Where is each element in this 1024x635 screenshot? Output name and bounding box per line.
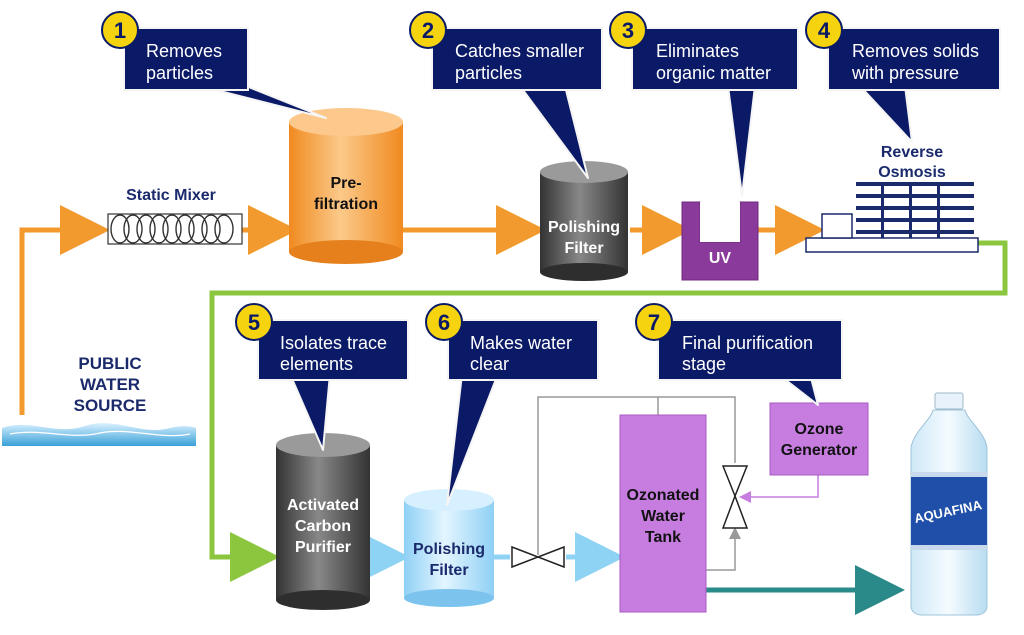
callout-5-badge — [235, 303, 273, 341]
public-water-source: PUBLIC WATER SOURCE — [2, 354, 196, 446]
carbon-label-1: Activated — [287, 497, 359, 514]
ozonated-water-tank: Ozonated Water Tank — [619, 414, 707, 613]
callout-2-number: 2 — [422, 18, 434, 43]
uv-unit: UV — [681, 201, 759, 281]
callout-5-text-2: elements — [280, 354, 353, 374]
callout-1: Removes particles 1 — [101, 11, 327, 119]
source-label-3: SOURCE — [74, 396, 147, 415]
uv-label: UV — [709, 250, 732, 267]
callout-1-badge — [101, 11, 139, 49]
ozone-generator: Ozone Generator — [769, 402, 869, 476]
callout-6: Makes water clear 6 — [425, 303, 599, 506]
valve-icon — [511, 545, 565, 569]
callout-3-badge — [609, 11, 647, 49]
static-mixer: Static Mixer — [107, 187, 243, 245]
callout-4-badge — [805, 11, 843, 49]
prefiltration-tank: Pre- filtration — [289, 108, 403, 264]
callout-1-text-1: Removes — [146, 41, 222, 61]
source-label-1: PUBLIC — [78, 354, 141, 373]
polishing-filter-1: Polishing Filter — [540, 161, 628, 281]
callout-7-badge — [635, 303, 673, 341]
recirculation-return — [706, 527, 741, 571]
polishing-filter-2-label-2: Filter — [429, 562, 468, 579]
activated-carbon-purifier: Activated Carbon Purifier — [276, 433, 370, 610]
ozone-feed-line — [739, 474, 819, 503]
callout-6-number: 6 — [438, 310, 450, 335]
callout-6-pointer — [446, 373, 499, 506]
carbon-label-2: Carbon — [295, 518, 351, 535]
callout-2-text-1: Catches smaller — [455, 41, 584, 61]
callout-7-number: 7 — [648, 310, 660, 335]
callout-4-text-2: with pressure — [851, 63, 959, 83]
tank-label-3: Tank — [645, 529, 681, 546]
polishing-filter-1-label-1: Polishing — [548, 219, 620, 236]
callout-3-text-1: Eliminates — [656, 41, 739, 61]
static-mixer-label: Static Mixer — [126, 187, 216, 204]
callout-3: Eliminates organic matter 3 — [609, 11, 799, 197]
callout-5: Isolates trace elements 5 — [235, 303, 409, 451]
callout-7-text-2: stage — [682, 354, 726, 374]
recirculation-loop — [537, 396, 736, 555]
callout-1-text-2: particles — [146, 63, 213, 83]
callout-4-pointer — [859, 85, 913, 143]
water-bottle-icon: AQUAFINA — [910, 392, 988, 616]
prefiltration-label-1: Pre- — [330, 175, 361, 192]
polishing-filter-1-label-2: Filter — [564, 240, 603, 257]
callout-7-text-1: Final purification — [682, 333, 813, 353]
callout-7: Final purification stage 7 — [635, 303, 843, 406]
callout-1-number: 1 — [114, 18, 126, 43]
prefiltration-label-2: filtration — [314, 196, 378, 213]
callout-2-badge — [409, 11, 447, 49]
polishing-filter-2-label-1: Polishing — [413, 541, 485, 558]
ozone-label-2: Generator — [781, 442, 857, 459]
callout-5-number: 5 — [248, 310, 260, 335]
reverse-osmosis-unit: Reverse Osmosis — [805, 144, 979, 253]
source-label-2: WATER — [80, 375, 140, 394]
callout-2: Catches smaller particles 2 — [409, 11, 603, 179]
callout-6-badge — [425, 303, 463, 341]
ro-label-2: Osmosis — [878, 164, 946, 181]
callout-4-number: 4 — [818, 18, 831, 43]
ro-label-1: Reverse — [881, 144, 943, 161]
flow-ro-to-carbon — [209, 240, 1008, 582]
callout-3-text-2: organic matter — [656, 63, 771, 83]
callout-6-text-1: Makes water — [470, 333, 572, 353]
callout-4: Removes solids with pressure 4 — [805, 11, 1001, 143]
ro-membranes — [856, 182, 974, 238]
flow-source-to-mixer — [19, 205, 110, 415]
callout-3-pointer — [727, 85, 756, 197]
tank-label-1: Ozonated — [627, 487, 700, 504]
tank-label-2: Water — [641, 508, 685, 525]
valve-icon — [721, 465, 749, 529]
carbon-label-3: Purifier — [295, 539, 351, 556]
callout-3-number: 3 — [622, 18, 634, 43]
callout-2-text-2: particles — [455, 63, 522, 83]
polishing-filter-2: Polishing Filter — [404, 489, 494, 607]
callout-4-text-1: Removes solids — [852, 41, 979, 61]
water-wave-icon — [2, 423, 196, 446]
mixer-coil — [110, 214, 234, 244]
callout-6-text-2: clear — [470, 354, 509, 374]
ozone-label-1: Ozone — [795, 421, 844, 438]
callout-5-text-1: Isolates trace — [280, 333, 387, 353]
